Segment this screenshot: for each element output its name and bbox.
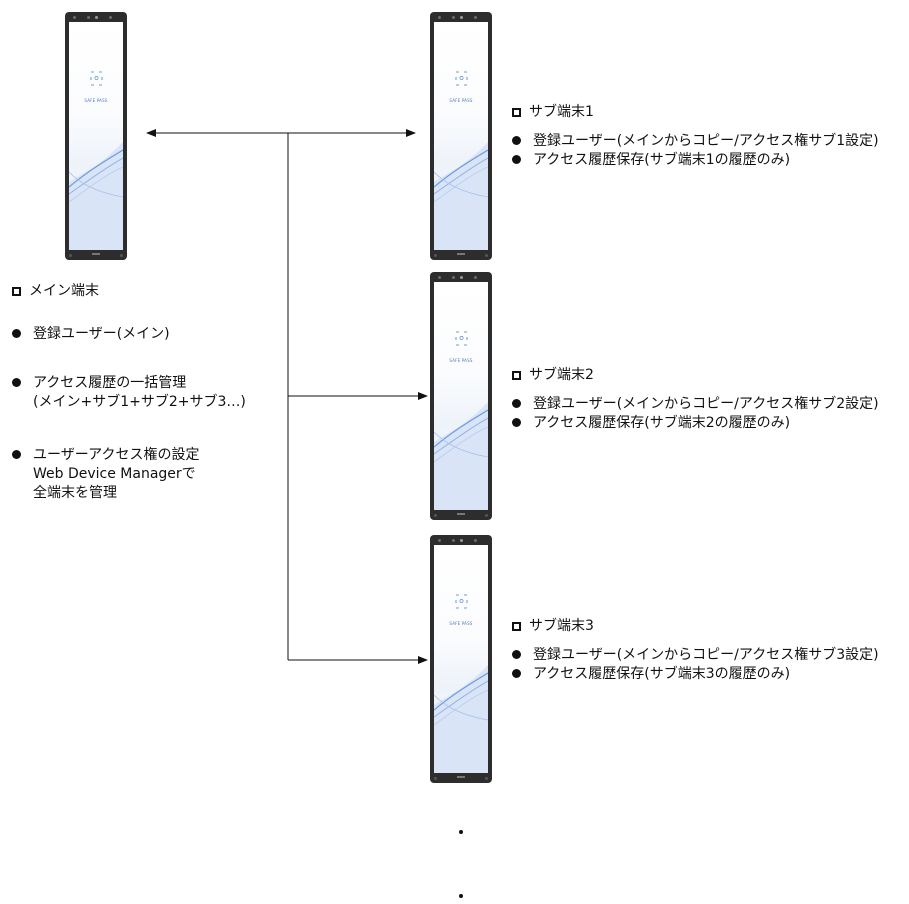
main-item-text: (メイン+サブ1+サブ2+サブ3…) xyxy=(33,394,246,410)
main-item-text: 登録ユーザー(メイン) xyxy=(33,326,170,342)
bullet-icon xyxy=(512,650,521,659)
square-bullet-icon xyxy=(512,371,521,380)
main-item-text: 全端末を管理 xyxy=(33,485,117,501)
sub1-item-text: アクセス履歴保存(サブ端末1の履歴のみ) xyxy=(533,152,791,168)
bullet-icon xyxy=(12,450,21,459)
device-screen: SAFE PASS xyxy=(434,282,488,510)
main-item-access-rights: ユーザーアクセス権の設定 Web Device Managerで 全端末を管理 xyxy=(12,446,199,503)
device-sub1: SAFE PASS xyxy=(430,12,492,260)
sub2-item: アクセス履歴保存(サブ端末2の履歴のみ) xyxy=(512,414,879,433)
square-bullet-icon xyxy=(12,287,21,296)
device-main: SAFE PASS xyxy=(65,12,127,260)
sub3-item-text: アクセス履歴保存(サブ端末3の履歴のみ) xyxy=(533,666,791,682)
bullet-icon xyxy=(512,399,521,408)
arrow-head-left xyxy=(146,129,156,137)
brand-label: SAFE PASS xyxy=(84,98,108,103)
bullet-icon xyxy=(512,669,521,678)
brand-label: SAFE PASS xyxy=(449,621,473,626)
sub2-item: 登録ユーザー(メインからコピー/アクセス権サブ2設定) xyxy=(512,395,879,414)
main-title-label: メイン端末 xyxy=(29,283,99,299)
sub2-item-text: アクセス履歴保存(サブ端末2の履歴のみ) xyxy=(533,415,791,431)
sub2-title: サブ端末2 xyxy=(512,366,879,385)
main-item-text: ユーザーアクセス権の設定 xyxy=(33,447,200,463)
bullet-icon xyxy=(512,418,521,427)
sub1-title-label: サブ端末1 xyxy=(529,104,594,120)
bullet-icon xyxy=(512,155,521,164)
sub3-title-label: サブ端末3 xyxy=(529,618,594,634)
sub3-title: サブ端末3 xyxy=(512,617,879,636)
sub1-item: アクセス履歴保存(サブ端末1の履歴のみ) xyxy=(512,151,879,170)
sub3-item-text: 登録ユーザー(メインからコピー/アクセス権サブ3設定) xyxy=(533,647,879,663)
sub3-item: アクセス履歴保存(サブ端末3の履歴のみ) xyxy=(512,665,879,684)
main-item-text: アクセス履歴の一括管理 xyxy=(33,375,187,391)
sub2-title-label: サブ端末2 xyxy=(529,367,594,383)
bullet-icon xyxy=(12,378,21,387)
sub2-block: サブ端末2 登録ユーザー(メインからコピー/アクセス権サブ2設定) アクセス履歴… xyxy=(512,366,879,433)
square-bullet-icon xyxy=(512,108,521,117)
sub1-item: 登録ユーザー(メインからコピー/アクセス権サブ1設定) xyxy=(512,132,879,151)
continuation-dot xyxy=(459,894,463,898)
sub3-block: サブ端末3 登録ユーザー(メインからコピー/アクセス権サブ3設定) アクセス履歴… xyxy=(512,617,879,684)
sub2-item-text: 登録ユーザー(メインからコピー/アクセス権サブ2設定) xyxy=(533,396,879,412)
device-screen: SAFE PASS xyxy=(434,545,488,773)
main-item-text: Web Device Managerで xyxy=(33,466,196,482)
bullet-icon xyxy=(12,329,21,338)
main-item-access-history: アクセス履歴の一括管理 (メイン+サブ1+サブ2+サブ3…) xyxy=(12,374,246,412)
device-sub2: SAFE PASS xyxy=(430,272,492,520)
device-screen: SAFE PASS xyxy=(69,22,123,250)
device-screen: SAFE PASS xyxy=(434,22,488,250)
sub1-item-text: 登録ユーザー(メインからコピー/アクセス権サブ1設定) xyxy=(533,133,879,149)
sub1-block: サブ端末1 登録ユーザー(メインからコピー/アクセス権サブ1設定) アクセス履歴… xyxy=(512,103,879,170)
sub1-title: サブ端末1 xyxy=(512,103,879,122)
main-title: メイン端末 xyxy=(12,282,99,301)
continuation-dot xyxy=(459,830,463,834)
bullet-icon xyxy=(512,136,521,145)
brand-label: SAFE PASS xyxy=(449,358,473,363)
main-item-registered-users: 登録ユーザー(メイン) xyxy=(12,325,170,344)
brand-label: SAFE PASS xyxy=(449,98,473,103)
square-bullet-icon xyxy=(512,622,521,631)
device-sub3: SAFE PASS xyxy=(430,535,492,783)
sub3-item: 登録ユーザー(メインからコピー/アクセス権サブ3設定) xyxy=(512,646,879,665)
